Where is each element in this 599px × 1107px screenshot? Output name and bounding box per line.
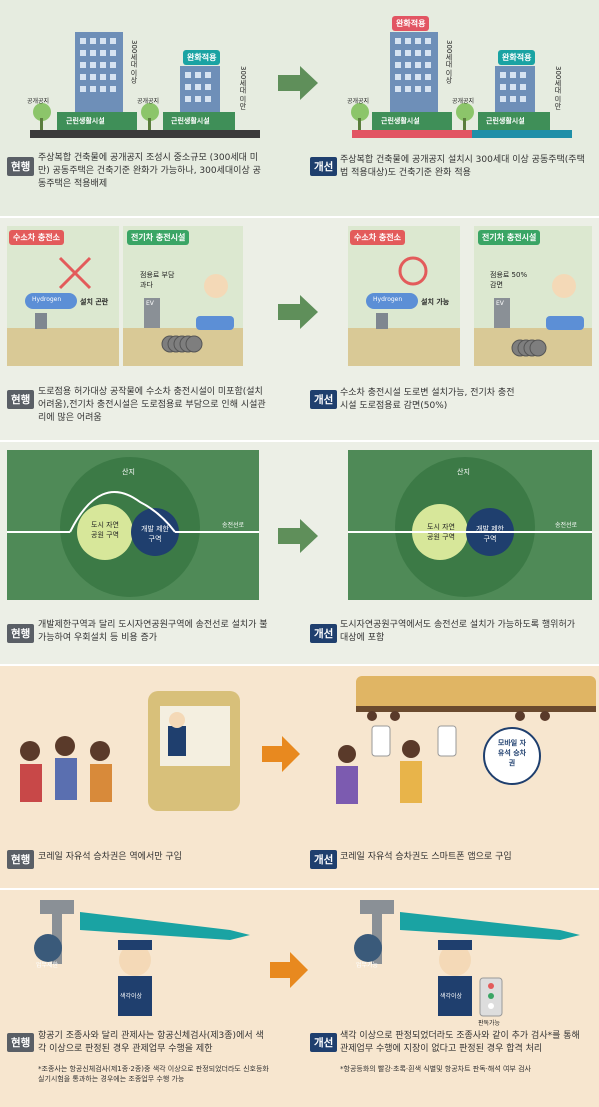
install-ok-label: 설치 가능 [421, 298, 450, 306]
current-tag: 현행 [7, 1033, 35, 1052]
ev-label: EV [496, 300, 504, 307]
relax-badge: 완화적용 [392, 16, 430, 31]
current-tag: 현행 [7, 850, 35, 869]
judge-ok-label: 판독가능 [478, 1020, 501, 1027]
building-large-label: 300세대 이상 [130, 40, 138, 84]
improve-note: *항공등화의 빨강·초록·흰색 식별및 항공차트 판독·해석 여부 검사 [340, 1065, 531, 1073]
color-issue-label: 색각이상 [120, 993, 143, 1000]
current-text: 주상복합 건축물에 공개공지 조성시 중소규모 (300세대 미만) 공동주택은… [38, 153, 261, 189]
improve-tag: 개선 [310, 157, 338, 176]
ev-station-title: 전기차 충전시설 [127, 230, 190, 245]
panel5-illustration [34, 900, 580, 1017]
current-text: 도로점용 허가대상 공작물에 수소차 충전시설이 미포함(설치 어려움),전기차… [38, 387, 266, 423]
current-text: 코레일 자유석 승차권은 역에서만 구입 [38, 852, 182, 862]
improve-tag: 개선 [310, 390, 338, 409]
ev-station-title: 전기차 충전시설 [478, 230, 541, 245]
panel2-illustration [7, 226, 592, 366]
hydrogen-label: Hydrogen [373, 296, 403, 303]
ev-label: EV [146, 300, 154, 307]
hydrogen-label: Hydrogen [32, 296, 62, 303]
mobile-ticket-label: 모바일 자유석 승차권 [497, 739, 527, 767]
convenience-label: 근린생활시설 [66, 117, 105, 125]
current-note: *조종사는 항공신체검사(제1종·2종)중 색각 이상으로 판정되었더라도 신호… [38, 1065, 269, 1083]
public-space-label: 공개공지 [137, 98, 160, 105]
convenience-label: 근린생활시설 [171, 117, 210, 125]
improve-tag: 개선 [310, 1033, 338, 1052]
improve-text: 도시자연공원구역에서도 송전선로 설치가 가능하도록 행위허가 대상에 포함 [340, 620, 576, 643]
panel-power-line: 산지 산지 도시 자연공원 구역 도시 자연공원 구역 개발 제한 구역 개발 … [0, 442, 599, 664]
fee-cut-label: 점용료 50% 감면 [490, 271, 528, 289]
hydrogen-station-title: 수소차 충전소 [9, 230, 64, 245]
fee-excess-label: 점용료 부담 과다 [140, 271, 175, 289]
improve-text: 코레일 자유석 승차권도 스마트폰 앱으로 구입 [340, 852, 512, 862]
mountain-label: 산지 [122, 468, 135, 476]
current-tag: 현행 [7, 390, 35, 409]
work-ok-label: 업무가능 [356, 962, 379, 969]
restrict-label: 개발 제한 구역 [141, 525, 169, 543]
building-small-label: 300세대 미만 [554, 66, 562, 110]
panel-controller: 업무제한 업무가능 색각이상 색각이상 판독가능 현행 항공기 조종사와 달리 … [0, 890, 599, 1107]
public-space-label: 공개공지 [27, 98, 50, 105]
building-small-label: 300세대 미만 [239, 66, 247, 110]
park-label: 도시 자연공원 구역 [91, 521, 119, 539]
convenience-label: 근린생활시설 [486, 117, 525, 125]
relax-badge: 완화적용 [498, 50, 536, 65]
panel-train-ticket: 모바일 자유석 승차권 현행 코레일 자유석 승차권은 역에서만 구입 개선 코… [0, 666, 599, 888]
improve-tag: 개선 [310, 850, 338, 869]
install-hard-label: 설치 곤란 [80, 298, 109, 306]
panel1-illustration [30, 32, 572, 138]
building-large-label: 300세대 이상 [445, 40, 453, 84]
power-line-label: 송전선로 [555, 522, 578, 529]
work-limit-label: 업무제한 [36, 962, 59, 969]
current-tag: 현행 [7, 624, 35, 643]
public-space-label: 공개공지 [347, 98, 370, 105]
current-text: 항공기 조종사와 달리 관제사는 항공신체검사(제3종)에서 색각 이상으로 판… [38, 1031, 264, 1054]
panel3-illustration [7, 450, 592, 600]
park-label: 도시 자연공원 구역 [427, 523, 455, 541]
color-issue-label: 색각이상 [440, 993, 463, 1000]
panel-charging: 수소차 충전소 전기차 충전시설 수소차 충전소 전기차 충전시설 Hydrog… [0, 218, 599, 440]
panel4-illustration [20, 676, 596, 811]
panel-public-space: 공개공지 공개공지 공개공지 공개공지 300세대 이상 300세대 미만 30… [0, 0, 599, 216]
improve-text: 색각 이상으로 판정되었더라도 조종사와 같이 추가 검사*를 통해 관제업무 … [340, 1031, 580, 1054]
power-line-label: 송전선로 [222, 522, 245, 529]
improve-tag: 개선 [310, 624, 338, 643]
current-text: 개발제한구역과 달리 도시자연공원구역에 송전선로 설치가 불가능하여 우회설치… [38, 620, 268, 643]
relax-badge: 완화적용 [183, 50, 221, 65]
mountain-label: 산지 [457, 468, 470, 476]
convenience-label: 근린생활시설 [381, 117, 420, 125]
current-tag: 현행 [7, 157, 35, 176]
hydrogen-station-title: 수소차 충전소 [350, 230, 405, 245]
improve-text: 수소차 충전시설 도로변 설치가능, 전기차 충전시설 도로점용료 감면(50%… [340, 388, 515, 411]
improve-text: 주상복합 건축물에 공개공지 설치시 300세대 이상 공동주택(주택법 적용대… [340, 155, 585, 178]
restrict-label: 개발 제한 구역 [476, 525, 504, 543]
public-space-label: 공개공지 [452, 98, 475, 105]
